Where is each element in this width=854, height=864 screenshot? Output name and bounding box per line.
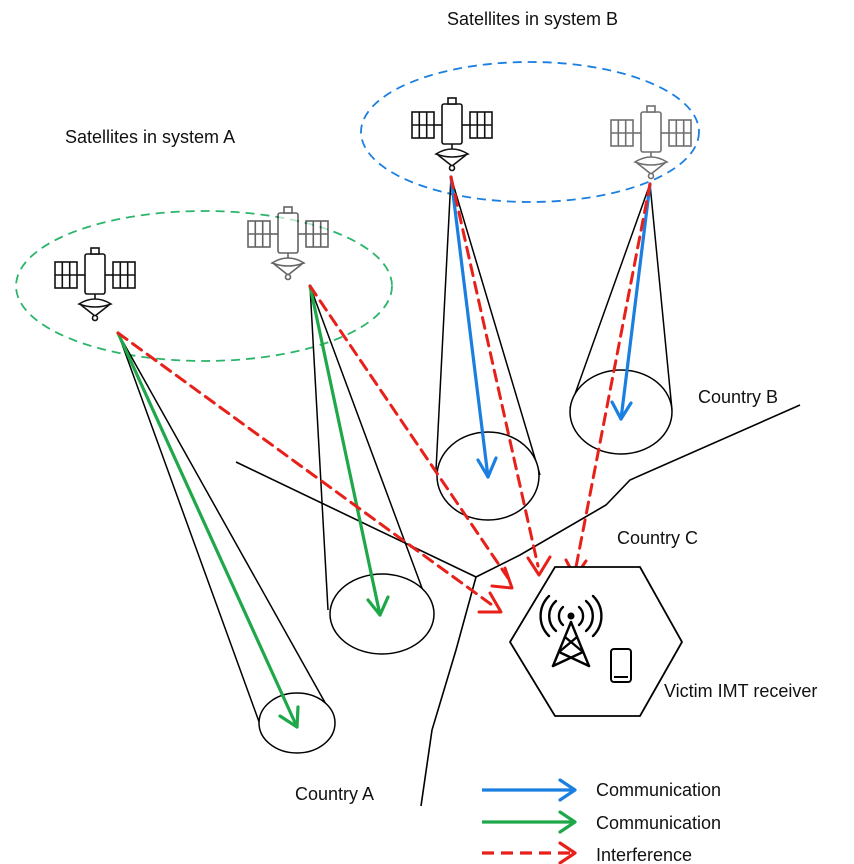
interference-a1 <box>116 331 494 607</box>
beam-cone-a1 <box>117 332 336 754</box>
system-a-label: Satellites in system A <box>65 127 235 147</box>
legend-item-interference: Interference <box>482 841 692 864</box>
comm-arrow-b2 <box>610 182 652 421</box>
cell-tower-icon <box>539 594 603 668</box>
legend-item-communication-green: Communication <box>482 810 721 834</box>
satellite-icon <box>54 247 136 322</box>
victim-label: Victim IMT receiver <box>664 681 817 701</box>
country-c-label: Country C <box>617 528 698 548</box>
legend-label: Communication <box>596 813 721 833</box>
legend-item-communication-blue: Communication <box>482 778 721 802</box>
country-b-label: Country B <box>698 387 778 407</box>
interference-b2 <box>574 182 652 569</box>
system-a-ellipse <box>15 210 393 362</box>
country-a-label: Country A <box>295 784 374 804</box>
interference-a2 <box>308 284 510 580</box>
system-b-ellipse <box>360 61 700 203</box>
comm-arrow-b1 <box>449 175 498 479</box>
comm-arrow-a1 <box>116 331 300 729</box>
comm-arrow-a2 <box>308 284 390 617</box>
mobile-phone-icon <box>610 648 632 683</box>
legend-label: Interference <box>596 845 692 864</box>
legend: Communication Communication Interference <box>482 778 721 864</box>
interference-b1 <box>449 175 540 568</box>
legend-label: Communication <box>596 780 721 800</box>
satellite-icon <box>411 97 493 172</box>
system-b-label: Satellites in system B <box>447 9 618 29</box>
satellite-icon <box>247 206 329 281</box>
beam-cone-a2 <box>309 285 435 655</box>
victim-receiver-hexagon <box>508 566 684 717</box>
satellite-icon <box>610 105 692 180</box>
country-borders <box>235 404 801 807</box>
